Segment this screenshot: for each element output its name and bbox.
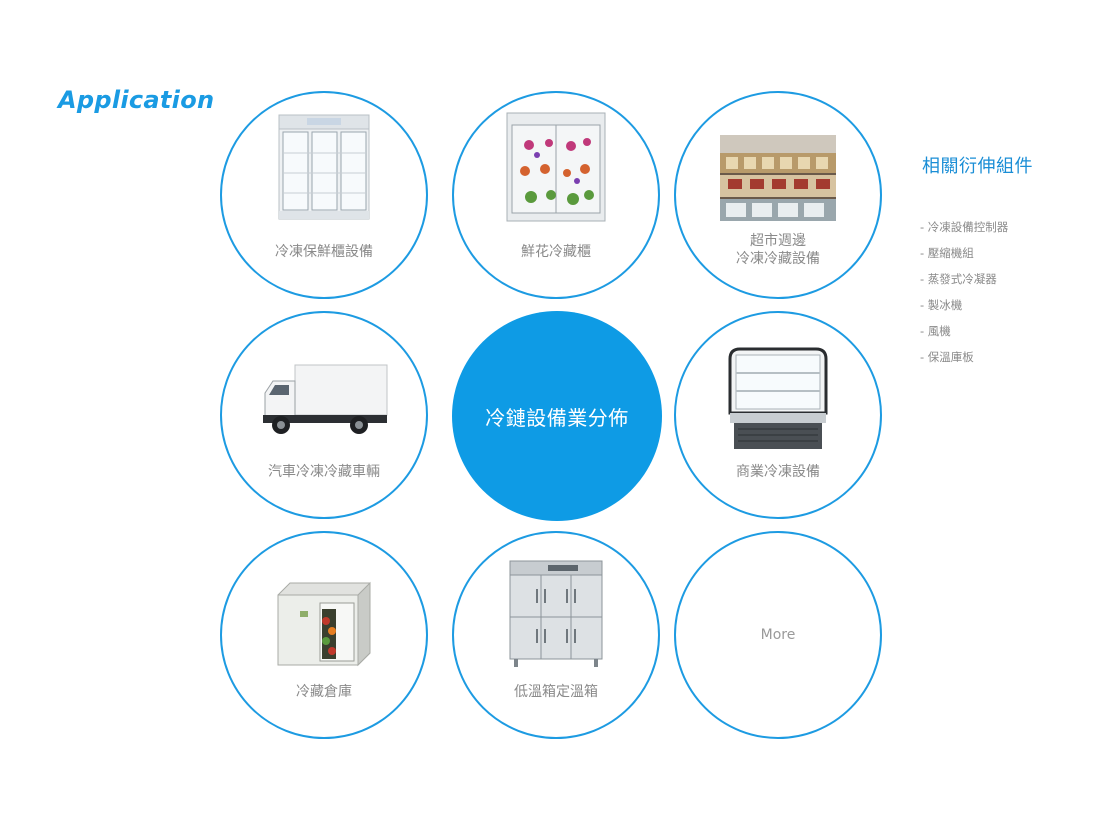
- flower-cabinet-image: [506, 112, 606, 222]
- app-circle-display-freezer[interactable]: 冷凍保鮮櫃設備: [220, 91, 428, 299]
- related-item[interactable]: - 保溫庫板: [920, 350, 974, 364]
- app-circle-refrigerated-truck[interactable]: 汽車冷凍冷藏車輛: [220, 311, 428, 519]
- app-label: 冷凍保鮮櫃設備: [275, 244, 373, 260]
- app-label: 冷藏倉庫: [296, 684, 352, 700]
- related-list: - 冷凍設備控制器 - 壓縮機組 - 蒸發式冷凝器 - 製冰機 - 風機 - 保…: [920, 214, 1033, 370]
- app-label: 超市週邊 冷凍冷藏設備: [736, 233, 820, 267]
- center-title: 冷鏈設備業分佈: [485, 405, 629, 430]
- app-label: 低溫箱定溫箱: [514, 684, 598, 700]
- related-item[interactable]: - 壓縮機組: [920, 246, 974, 260]
- app-label: 商業冷凍設備: [736, 464, 820, 480]
- commercial-display-image: [728, 347, 828, 449]
- related-item[interactable]: - 製冰機: [920, 298, 963, 312]
- supermarket-image: [720, 135, 836, 221]
- related-heading: 相關衍伸組件: [922, 156, 1033, 177]
- related-item[interactable]: - 風機: [920, 324, 951, 338]
- app-label: 汽車冷凍冷藏車輛: [268, 464, 380, 480]
- app-label: 鮮花冷藏櫃: [521, 244, 591, 260]
- more-circle[interactable]: More: [674, 531, 882, 739]
- section-title: Application: [58, 86, 215, 114]
- display-freezer-image: [278, 114, 370, 220]
- related-item[interactable]: - 冷凍設備控制器: [920, 220, 1009, 234]
- related-components: 相關衍伸組件 - 冷凍設備控制器 - 壓縮機組 - 蒸發式冷凝器 - 製冰機 -…: [920, 152, 1033, 370]
- app-circle-flower-cabinet[interactable]: 鮮花冷藏櫃: [452, 91, 660, 299]
- refrigerated-truck-image: [263, 364, 388, 434]
- cold-storage-image: [277, 581, 371, 667]
- app-circle-supermarket[interactable]: 超市週邊 冷凍冷藏設備: [674, 91, 882, 299]
- app-circle-commercial-display[interactable]: 商業冷凍設備: [674, 311, 882, 519]
- related-item[interactable]: - 蒸發式冷凝器: [920, 272, 997, 286]
- app-circle-cold-storage[interactable]: 冷藏倉庫: [220, 531, 428, 739]
- app-circle-low-temp-cabinet[interactable]: 低溫箱定溫箱: [452, 531, 660, 739]
- low-temp-cabinet-image: [509, 560, 603, 667]
- more-label: More: [760, 627, 796, 643]
- center-circle: 冷鏈設備業分佈: [452, 311, 662, 521]
